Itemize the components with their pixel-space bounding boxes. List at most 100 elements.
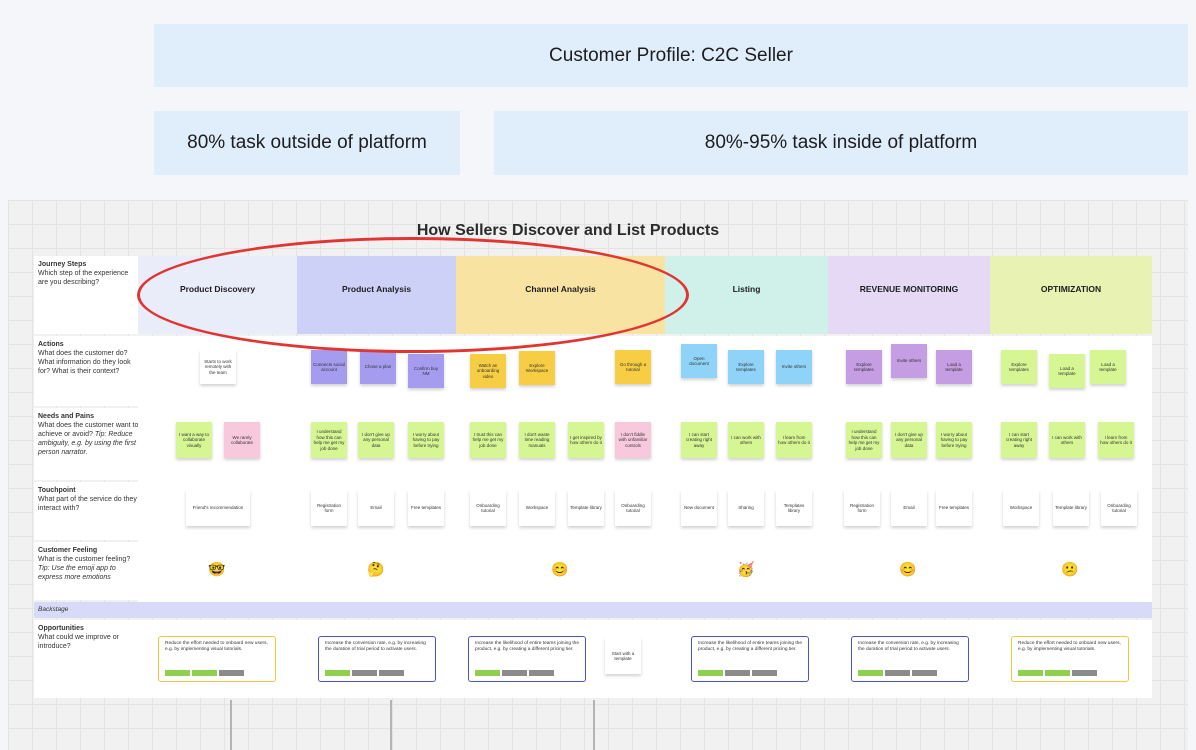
connector-line — [593, 700, 595, 750]
sticky-note[interactable]: Registration form — [311, 490, 347, 526]
segment-inside-platform: 80%-95% task inside of platform — [494, 111, 1188, 175]
sticky-note[interactable]: Starts to work remotely with the team — [200, 350, 236, 384]
sticky-note[interactable]: Onboarding tutorial — [470, 490, 506, 526]
opportunity-text: Increase the likelihood of entire teams … — [698, 641, 802, 652]
sticky-note[interactable]: I worry about having to pay before tryin… — [936, 422, 972, 458]
sticky-note[interactable]: Onboarding tutorial — [615, 490, 651, 526]
row-label-opportunities: Opportunities What could we improve or i… — [34, 620, 144, 698]
opportunity-card[interactable]: Reduce the effort needed to onboard new … — [1011, 636, 1129, 682]
row-title: Touchpoint — [38, 487, 76, 494]
sticky-note[interactable]: I get inspired by how others do it — [568, 422, 604, 458]
sticky-note[interactable]: Free templates — [408, 490, 444, 526]
row-title: Opportunities — [38, 625, 84, 632]
stage-header: OPTIMIZATION — [990, 256, 1152, 334]
sticky-note[interactable]: Explore Workspace — [519, 351, 555, 385]
board-title: How Sellers Discover and List Products — [416, 222, 720, 239]
sticky-note[interactable]: Template library — [1053, 490, 1089, 526]
opportunity-card[interactable]: Increase the likelihood of entire teams … — [691, 636, 809, 682]
sticky-note[interactable]: We rarely collaborate — [224, 422, 260, 458]
opportunity-card[interactable]: Reduce the effort needed to onboard new … — [158, 636, 276, 682]
sticky-note[interactable]: Confirm buy NM — [408, 354, 444, 388]
vote-bar — [502, 670, 527, 676]
sticky-note[interactable]: I don't fiddle with unfamiliar controls — [615, 422, 651, 458]
vote-bar — [219, 670, 244, 676]
sticky-note[interactable]: Chose a plan — [360, 350, 396, 384]
feeling-emoji: 🥳 — [737, 561, 755, 577]
sticky-note[interactable]: I can work with others — [728, 422, 764, 458]
sticky-note[interactable]: Open document — [681, 344, 717, 378]
sticky-note[interactable]: I understand how this can help me get my… — [846, 422, 882, 458]
segment-outside-platform: 80% task outside of platform — [154, 111, 460, 175]
vote-bar — [912, 670, 937, 676]
vote-bar — [1045, 670, 1070, 676]
sticky-note[interactable]: Templates library — [776, 490, 812, 526]
vote-bar — [192, 670, 217, 676]
sticky-note[interactable]: I can work with others — [1049, 422, 1085, 458]
sticky-note[interactable]: I learn from how others do it — [776, 422, 812, 458]
sticky-note[interactable]: Free templates — [936, 490, 972, 526]
sticky-note[interactable]: I don't give up any personal data — [358, 422, 394, 458]
sticky-note[interactable]: Template library — [568, 490, 604, 526]
sticky-note[interactable]: I want a way to collaborate visually — [176, 422, 212, 458]
stage-name: Listing — [732, 284, 761, 294]
sticky-note[interactable]: I worry about having to pay before tryin… — [408, 422, 444, 458]
row-desc: Which step of the experience are you des… — [38, 270, 129, 286]
sticky-note[interactable]: I don't give up any personal data — [891, 422, 927, 458]
row-label-feeling: Customer Feeling What is the customer fe… — [34, 542, 144, 600]
row-title: Actions — [38, 341, 64, 348]
row-label-actions: Actions What does the customer do? What … — [34, 336, 144, 406]
sticky-note[interactable]: Invite others — [891, 344, 927, 378]
sticky-note[interactable]: Explore templates — [728, 350, 764, 384]
sticky-note[interactable]: Connects social account — [311, 350, 347, 384]
vote-bars — [698, 670, 777, 676]
stage-name: OPTIMIZATION — [1040, 284, 1102, 294]
vote-bar — [352, 670, 377, 676]
row-desc: What does the customer do? What informat… — [38, 350, 131, 375]
sticky-note[interactable]: Explore templates — [1001, 350, 1037, 384]
journey-map-board[interactable]: How Sellers Discover and List Products J… — [8, 200, 1188, 750]
feeling-emoji: 🤔 — [367, 561, 385, 577]
sticky-note[interactable]: Start with a template — [605, 638, 641, 674]
sticky-note[interactable]: Workspace — [519, 490, 555, 526]
sticky-note[interactable]: I can start creating right away — [1001, 422, 1037, 458]
opportunity-card[interactable]: Increase the conversion rate, e.g. by in… — [851, 636, 969, 682]
row-tip: Tip: Reduce ambiguity, e.g. by using the… — [38, 431, 136, 456]
sticky-note[interactable]: Load a template — [1090, 350, 1126, 384]
row-title: Needs and Pains — [38, 413, 95, 420]
sticky-note[interactable]: Registration form — [844, 490, 880, 526]
sticky-note[interactable]: I don't waste time reading manuals — [519, 422, 555, 458]
sticky-note[interactable]: Email — [358, 490, 394, 526]
row-label-touchpoint: Touchpoint What part of the service do t… — [34, 482, 144, 540]
opportunity-card[interactable]: Increase the conversion rate, e.g. by in… — [318, 636, 436, 682]
sticky-note[interactable]: I trust this can help me get my job done — [470, 422, 506, 458]
sticky-note[interactable]: Onboarding tutorial — [1101, 490, 1137, 526]
sticky-note[interactable]: Load a template — [1049, 354, 1085, 388]
sticky-note[interactable]: I understand how this can help me get my… — [311, 422, 347, 458]
sticky-note[interactable]: Go through a tutorial — [615, 350, 651, 384]
sticky-note[interactable]: Friend's recommendation — [186, 490, 250, 526]
vote-bars — [858, 670, 937, 676]
vote-bar — [475, 670, 500, 676]
sticky-note[interactable]: Invite others — [776, 350, 812, 384]
grid-opportunities — [138, 620, 1152, 698]
sticky-note[interactable]: Load a template — [936, 350, 972, 384]
vote-bar — [725, 670, 750, 676]
opportunity-card[interactable]: Increase the likelihood of entire teams … — [468, 636, 586, 682]
row-desc: What is the customer feeling? — [38, 556, 131, 563]
sticky-note[interactable]: Email — [891, 490, 927, 526]
vote-bars — [1018, 670, 1097, 676]
vote-bar — [379, 670, 404, 676]
sticky-note[interactable]: Sharing — [728, 490, 764, 526]
vote-bar — [752, 670, 777, 676]
vote-bar — [1018, 670, 1043, 676]
sticky-note[interactable]: Workspace — [1003, 490, 1039, 526]
sticky-note[interactable]: I can start creating right away — [681, 422, 717, 458]
row-label-needs: Needs and Pains What does the customer w… — [34, 408, 144, 480]
vote-bar — [885, 670, 910, 676]
connector-line — [230, 700, 232, 750]
sticky-note[interactable]: New document — [681, 490, 717, 526]
sticky-note[interactable]: I learn from how others do it — [1098, 422, 1134, 458]
sticky-note[interactable]: Watch an onboarding video — [470, 354, 506, 388]
sticky-note[interactable]: Explore templates — [846, 350, 882, 384]
row-tip: Tip: Use the emoji app to express more e… — [38, 565, 116, 581]
